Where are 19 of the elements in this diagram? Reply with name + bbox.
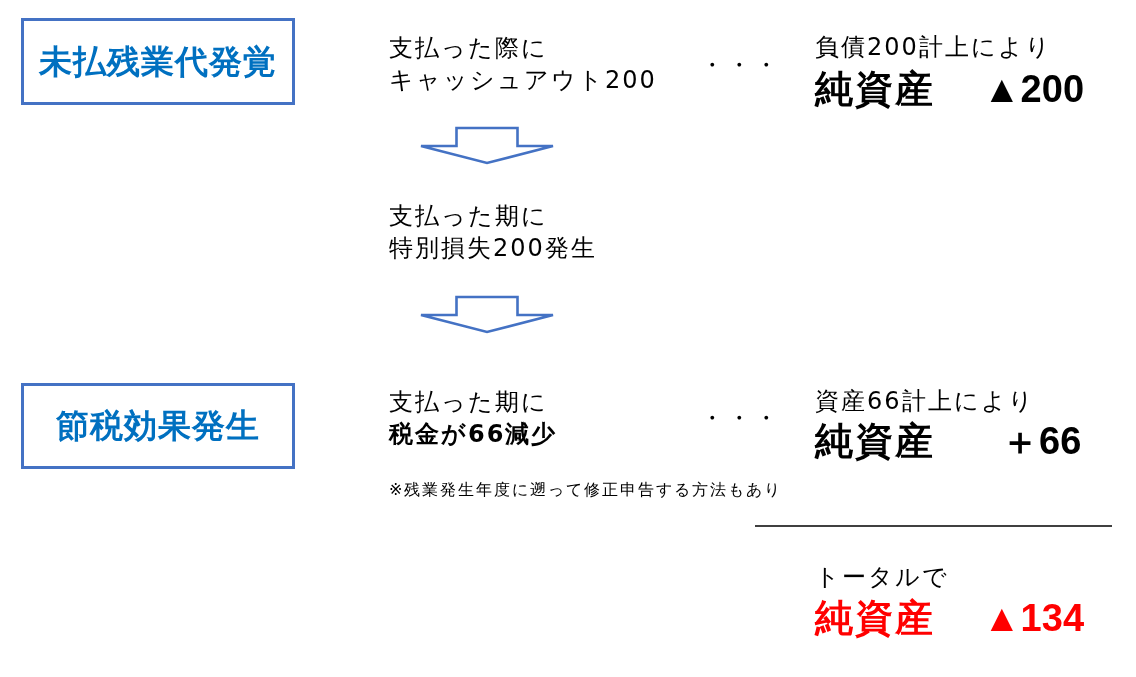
step-text: 支払った際に キャッシュアウト200 [389,32,657,96]
hollow-down-arrow [419,295,555,334]
hollow-down-arrow [419,126,555,165]
footnote-text: ※残業発生年度に遡って修正申告する方法もあり [389,479,783,501]
ellipsis-dots: ・・・ [700,50,781,81]
ellipsis-dots: ・・・ [700,403,781,434]
event-box: 未払残業代発覚 [21,18,295,105]
change-amount: ＋66 [1001,419,1082,463]
reason-text: 資産66計上により [815,386,1035,417]
total-change-amount: ▲134 [983,596,1084,640]
reason-text: 負債200計上により [815,32,1052,63]
change-amount: ▲200 [983,67,1084,111]
event-box: 節税効果発生 [21,383,295,469]
step-text: 支払った期に 特別損失200発生 [389,200,597,264]
total-caption: トータルで [815,562,949,593]
step-text: 支払った期に 税金が66減少 [389,386,558,450]
net-assets-label: 純資産 [815,67,935,111]
total-net-assets-label: 純資産 [815,596,935,640]
net-assets-label: 純資産 [815,419,935,463]
